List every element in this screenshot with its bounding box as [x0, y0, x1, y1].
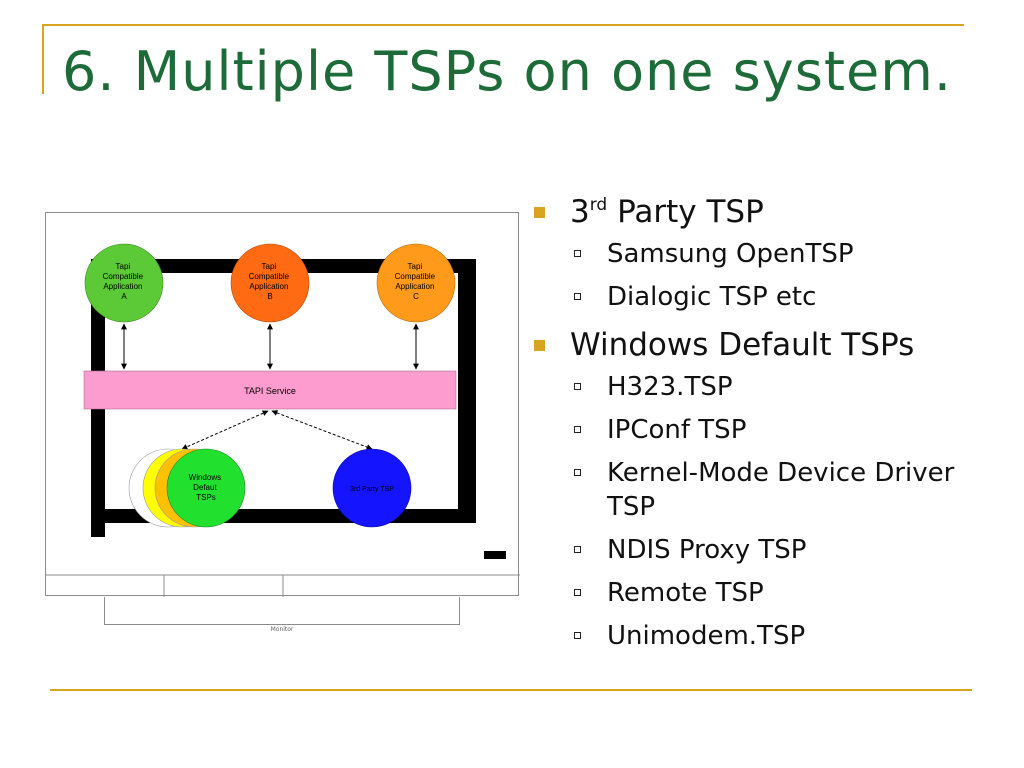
app-a-line1: Tapi — [116, 262, 131, 271]
slide-title: 6. Multiple TSPs on one system. — [62, 40, 952, 103]
bottom-panel — [46, 574, 520, 597]
third-party-arrow — [271, 410, 373, 450]
tapi-service-label: TAPI Service — [244, 386, 296, 396]
bullet-superscript: rd — [589, 195, 608, 215]
windows-tsps-line2: Defaut — [193, 483, 217, 492]
monitor-label: Monitor — [270, 626, 294, 633]
third-party-tsp-label: 3rd Party TSP — [350, 486, 394, 493]
default-tsp-arrow — [181, 410, 269, 450]
sub-bullet-item: IPConf TSP — [528, 413, 1008, 447]
app-b-line2: Compatible — [249, 272, 290, 281]
svg-text:Tapi Compatible: Tapi Compatible Application B — [249, 262, 292, 301]
accent-vertical-line — [42, 24, 44, 94]
app-a-line4: A — [121, 292, 127, 301]
app-c-line1: Tapi — [408, 262, 423, 271]
sub-bullet-item: H323.TSP — [528, 370, 1008, 404]
sub-bullet-item: Remote TSP — [528, 576, 1008, 610]
windows-tsps-line3: TSPs — [196, 493, 216, 502]
sub-bullet-item: Samsung OpenTSP — [528, 237, 1008, 271]
sub-bullet-item: Unimodem.TSP — [528, 619, 1008, 653]
app-c-line4: C — [413, 292, 419, 301]
app-b-line1: Tapi — [262, 262, 277, 271]
bullet-base: 3 — [570, 194, 590, 230]
windows-tsps-line1: Windows — [189, 473, 221, 482]
app-c-line2: Compatible — [395, 272, 436, 281]
svg-text:Tapi Compatible: Tapi Compatible Application A — [103, 262, 146, 301]
accent-top-line — [42, 24, 964, 26]
app-b-line3: Application — [249, 282, 288, 291]
application-a-node: Tapi Compatible Application A — [84, 243, 164, 323]
sub-bullet-item: Dialogic TSP etc — [528, 280, 1008, 314]
app-c-line3: Application — [395, 282, 434, 291]
application-c-node: Tapi Compatible Application C — [376, 243, 456, 323]
windows-default-tsps-node: Windows Defaut TSPs — [128, 448, 246, 528]
monitor-stand — [104, 597, 460, 625]
bullet-windows-default-tsps: Windows Default TSPs — [528, 323, 1008, 367]
bullet-third-party-tsp: 3rd Party TSP — [528, 190, 1008, 234]
svg-text:Tapi Compatible: Tapi Compatible Application C — [395, 262, 438, 301]
tsp-architecture-diagram: TAPI Service Tapi Compatible Application… — [45, 212, 520, 597]
bullet-text: Party TSP — [607, 194, 764, 230]
third-party-tsp-node: 3rd Party TSP — [332, 448, 412, 528]
bullet-list: 3rd Party TSP Samsung OpenTSP Dialogic T… — [528, 188, 1008, 662]
svg-text:Windows Defaut: Windows Defaut TSPs — [189, 473, 224, 502]
accent-bottom-line — [50, 689, 972, 691]
app-a-line3: Application — [103, 282, 142, 291]
tapi-service-bar — [83, 370, 457, 410]
sub-bullet-item: NDIS Proxy TSP — [528, 533, 1008, 567]
sub-bullet-item: Kernel-Mode Device Driver TSP — [528, 456, 1008, 524]
app-b-line4: B — [267, 292, 272, 301]
application-b-node: Tapi Compatible Application B — [230, 243, 310, 323]
app-a-line2: Compatible — [103, 272, 144, 281]
